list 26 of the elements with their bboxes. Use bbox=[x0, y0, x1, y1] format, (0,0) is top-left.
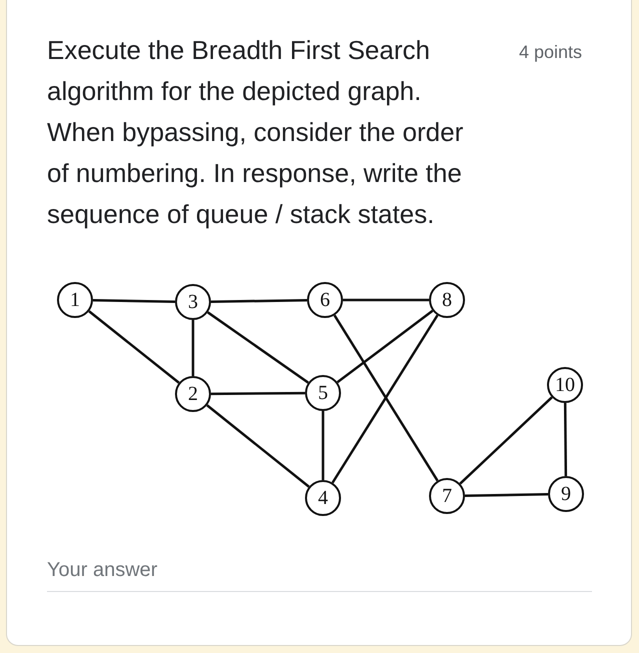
graph-vertex: 9 bbox=[548, 476, 584, 512]
answer-field: Your answer bbox=[47, 556, 592, 592]
graph-vertex: 4 bbox=[305, 480, 341, 516]
graph-vertex: 5 bbox=[305, 375, 341, 411]
graph-vertex: 2 bbox=[175, 376, 211, 412]
graph-edge bbox=[92, 299, 176, 303]
graph-edge bbox=[459, 396, 553, 485]
graph-edge bbox=[210, 299, 308, 303]
graph-edge bbox=[206, 404, 310, 488]
graph-vertex: 3 bbox=[175, 284, 211, 320]
graph-edge bbox=[322, 411, 324, 480]
graph-edge bbox=[207, 311, 309, 384]
graph-edge bbox=[336, 310, 434, 384]
graph-edge bbox=[464, 493, 548, 497]
graph-vertex: 8 bbox=[429, 282, 465, 318]
graph-vertex: 1 bbox=[57, 282, 93, 318]
graph-edge bbox=[211, 392, 305, 396]
graph-edge bbox=[343, 298, 429, 302]
graph-vertex: 10 bbox=[547, 367, 583, 403]
graph-edge bbox=[564, 402, 568, 476]
graph-edge bbox=[192, 320, 194, 376]
graph-vertex: 6 bbox=[307, 282, 343, 318]
points-label: 4 points bbox=[519, 41, 582, 64]
graph-edge bbox=[88, 310, 180, 384]
graph-vertex: 7 bbox=[429, 478, 465, 514]
question-text: Execute the Breadth First Search algorithm for the depicted graph. When bypassing, consider the order of numbering. In response, write the sequence of queue / stack states. bbox=[47, 34, 464, 231]
